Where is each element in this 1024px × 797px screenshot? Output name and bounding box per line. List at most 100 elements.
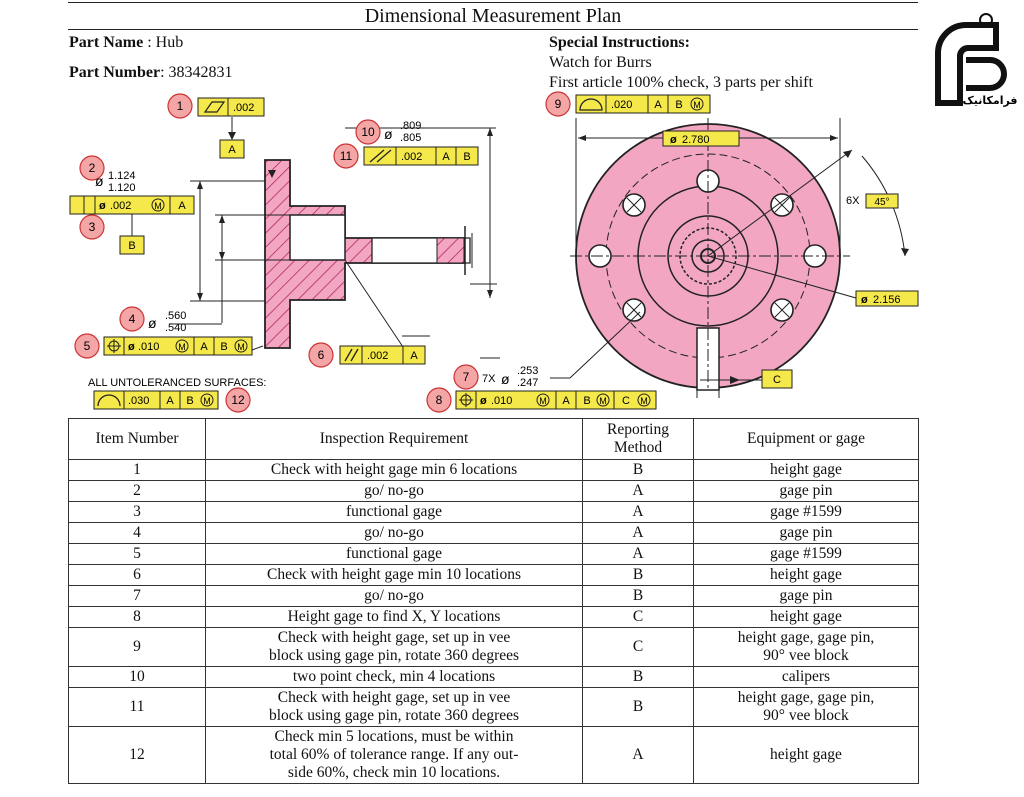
equipment-cell: gage pin: [693, 480, 919, 502]
datum-a: A: [228, 144, 236, 156]
part-name-value: Hub: [155, 34, 184, 51]
dia10-upper: .809: [400, 120, 421, 132]
framechanic-logo: فرامکانیک: [935, 13, 1018, 107]
equipment-cell-line: calipers: [781, 668, 831, 685]
equipment-cell: height gage, gage pin,90° vee block: [693, 627, 919, 667]
item-number-cell: 2: [68, 480, 206, 502]
fc11-datum-b: B: [463, 151, 470, 163]
fc9-tolerance: .020: [611, 99, 632, 111]
fc5-dia: ø: [128, 341, 135, 353]
equipment-cell: height gage: [693, 726, 919, 784]
equipment-cell: height gage: [693, 459, 919, 481]
inspection-requirement-cell-line: Check with height gage min 10 locations: [267, 566, 521, 583]
equipment-cell-line: height gage: [770, 608, 842, 625]
dia4-upper: .560: [165, 310, 186, 322]
table-header-row: Item Number Inspection Requirement Repor…: [68, 418, 919, 460]
reporting-method-cell: A: [582, 501, 694, 523]
balloon-9: 9: [555, 97, 562, 111]
inspection-requirement-cell-line: Check with height gage min 6 locations: [270, 461, 518, 478]
fc1-tolerance: .002: [233, 102, 254, 114]
special-instruction-line: Watch for Burrs: [549, 54, 652, 71]
inspection-requirement-cell: functional gage: [205, 543, 583, 565]
fc5-datum-b: B: [220, 341, 227, 353]
inspection-requirement-cell: go/ no-go: [205, 480, 583, 502]
fc9-datum-b: B: [675, 99, 682, 111]
column-header: Item Number: [68, 418, 206, 460]
fc12-tolerance: .030: [128, 395, 149, 407]
column-header-reporting: Reporting Method: [582, 418, 694, 460]
part-number: Part Number: 38342831: [69, 64, 233, 81]
equipment-cell: calipers: [693, 666, 919, 688]
balloon-4: 4: [129, 312, 136, 326]
fc3-tolerance: .002: [110, 200, 131, 212]
angle-prefix: 6X: [846, 195, 860, 207]
balloon-5: 5: [84, 339, 91, 353]
dia-symbol: ø: [670, 134, 677, 146]
reporting-method-cell: C: [582, 606, 694, 628]
dim-2156: 2.156: [873, 294, 901, 306]
balloon-6: 6: [318, 348, 325, 362]
hub-section-view: [264, 159, 473, 349]
inspection-requirement-cell-line: two point check, min 4 locations: [292, 668, 496, 685]
fc5-datum-b-mmc: M: [237, 342, 245, 352]
diameter-symbol: ø: [148, 315, 157, 331]
inspection-requirement-cell-line: Check min 5 locations, must be within: [274, 728, 514, 745]
gear-icon: [979, 13, 993, 27]
fc8-dia: ø: [480, 395, 487, 407]
inspection-requirement-cell-line: go/ no-go: [364, 524, 424, 541]
inspection-requirement-cell: go/ no-go: [205, 522, 583, 544]
inspection-requirement-cell-line: block using gage pin, rotate 360 degrees: [268, 647, 520, 664]
balloon-1: 1: [177, 99, 184, 113]
item-number-cell: 1: [68, 459, 206, 481]
part-name: Part Name : Hub: [69, 34, 184, 51]
reporting-method-cell: B: [582, 687, 694, 727]
fc9-datum-b-mmc: M: [693, 100, 701, 110]
fc12-datum-b-mmc: M: [203, 396, 211, 406]
balloon-2: 2: [89, 161, 96, 175]
equipment-cell-line: 90° vee block: [763, 707, 849, 724]
datum-b: B: [128, 240, 135, 252]
dia-symbol: ø: [861, 294, 868, 306]
reporting-method-cell: A: [582, 522, 694, 544]
reporting-method-cell: A: [582, 543, 694, 565]
equipment-cell: gage pin: [693, 585, 919, 607]
item-number-cell: 8: [68, 606, 206, 628]
inspection-requirement-cell: go/ no-go: [205, 585, 583, 607]
diameter-symbol: ø: [95, 173, 104, 189]
column-header: Equipment or gage: [693, 418, 919, 460]
column-header: Inspection Requirement: [205, 418, 583, 460]
fc6-tolerance: .002: [367, 350, 388, 362]
inspection-requirement-cell-line: block using gage pin, rotate 360 degrees: [268, 707, 520, 724]
special-instructions: Special Instructions: Watch for Burrs Fi…: [549, 33, 813, 93]
inspection-requirement-cell-line: Check with height gage, set up in vee: [277, 629, 511, 646]
inspection-requirement-cell-line: Check with height gage, set up in vee: [277, 689, 511, 706]
fc5-tolerance: .010: [138, 341, 159, 353]
equipment-cell: gage #1599: [693, 501, 919, 523]
reporting-method-cell: B: [582, 564, 694, 586]
fc6-datum: A: [410, 350, 418, 362]
fc11-datum-a: A: [442, 151, 450, 163]
inspection-requirement-cell-line: functional gage: [346, 503, 442, 520]
balloon-11: 11: [340, 149, 353, 163]
dim-2780: 2.780: [682, 134, 710, 146]
inspection-requirement-cell: Height gage to find X, Y locations: [205, 606, 583, 628]
item-number-cell: 11: [68, 687, 206, 727]
fc8-datum-c-mmc: M: [640, 396, 648, 406]
part-number-label: Part Number: [69, 64, 161, 81]
special-instructions-label: Special Instructions:: [549, 34, 690, 51]
reporting-method-cell: A: [582, 480, 694, 502]
equipment-cell-line: height gage: [770, 566, 842, 583]
balloon-10: 10: [361, 125, 375, 139]
dia10-lower: .805: [400, 132, 421, 144]
dia7-prefix: 7X: [482, 373, 496, 385]
profile-icon: [579, 98, 603, 111]
